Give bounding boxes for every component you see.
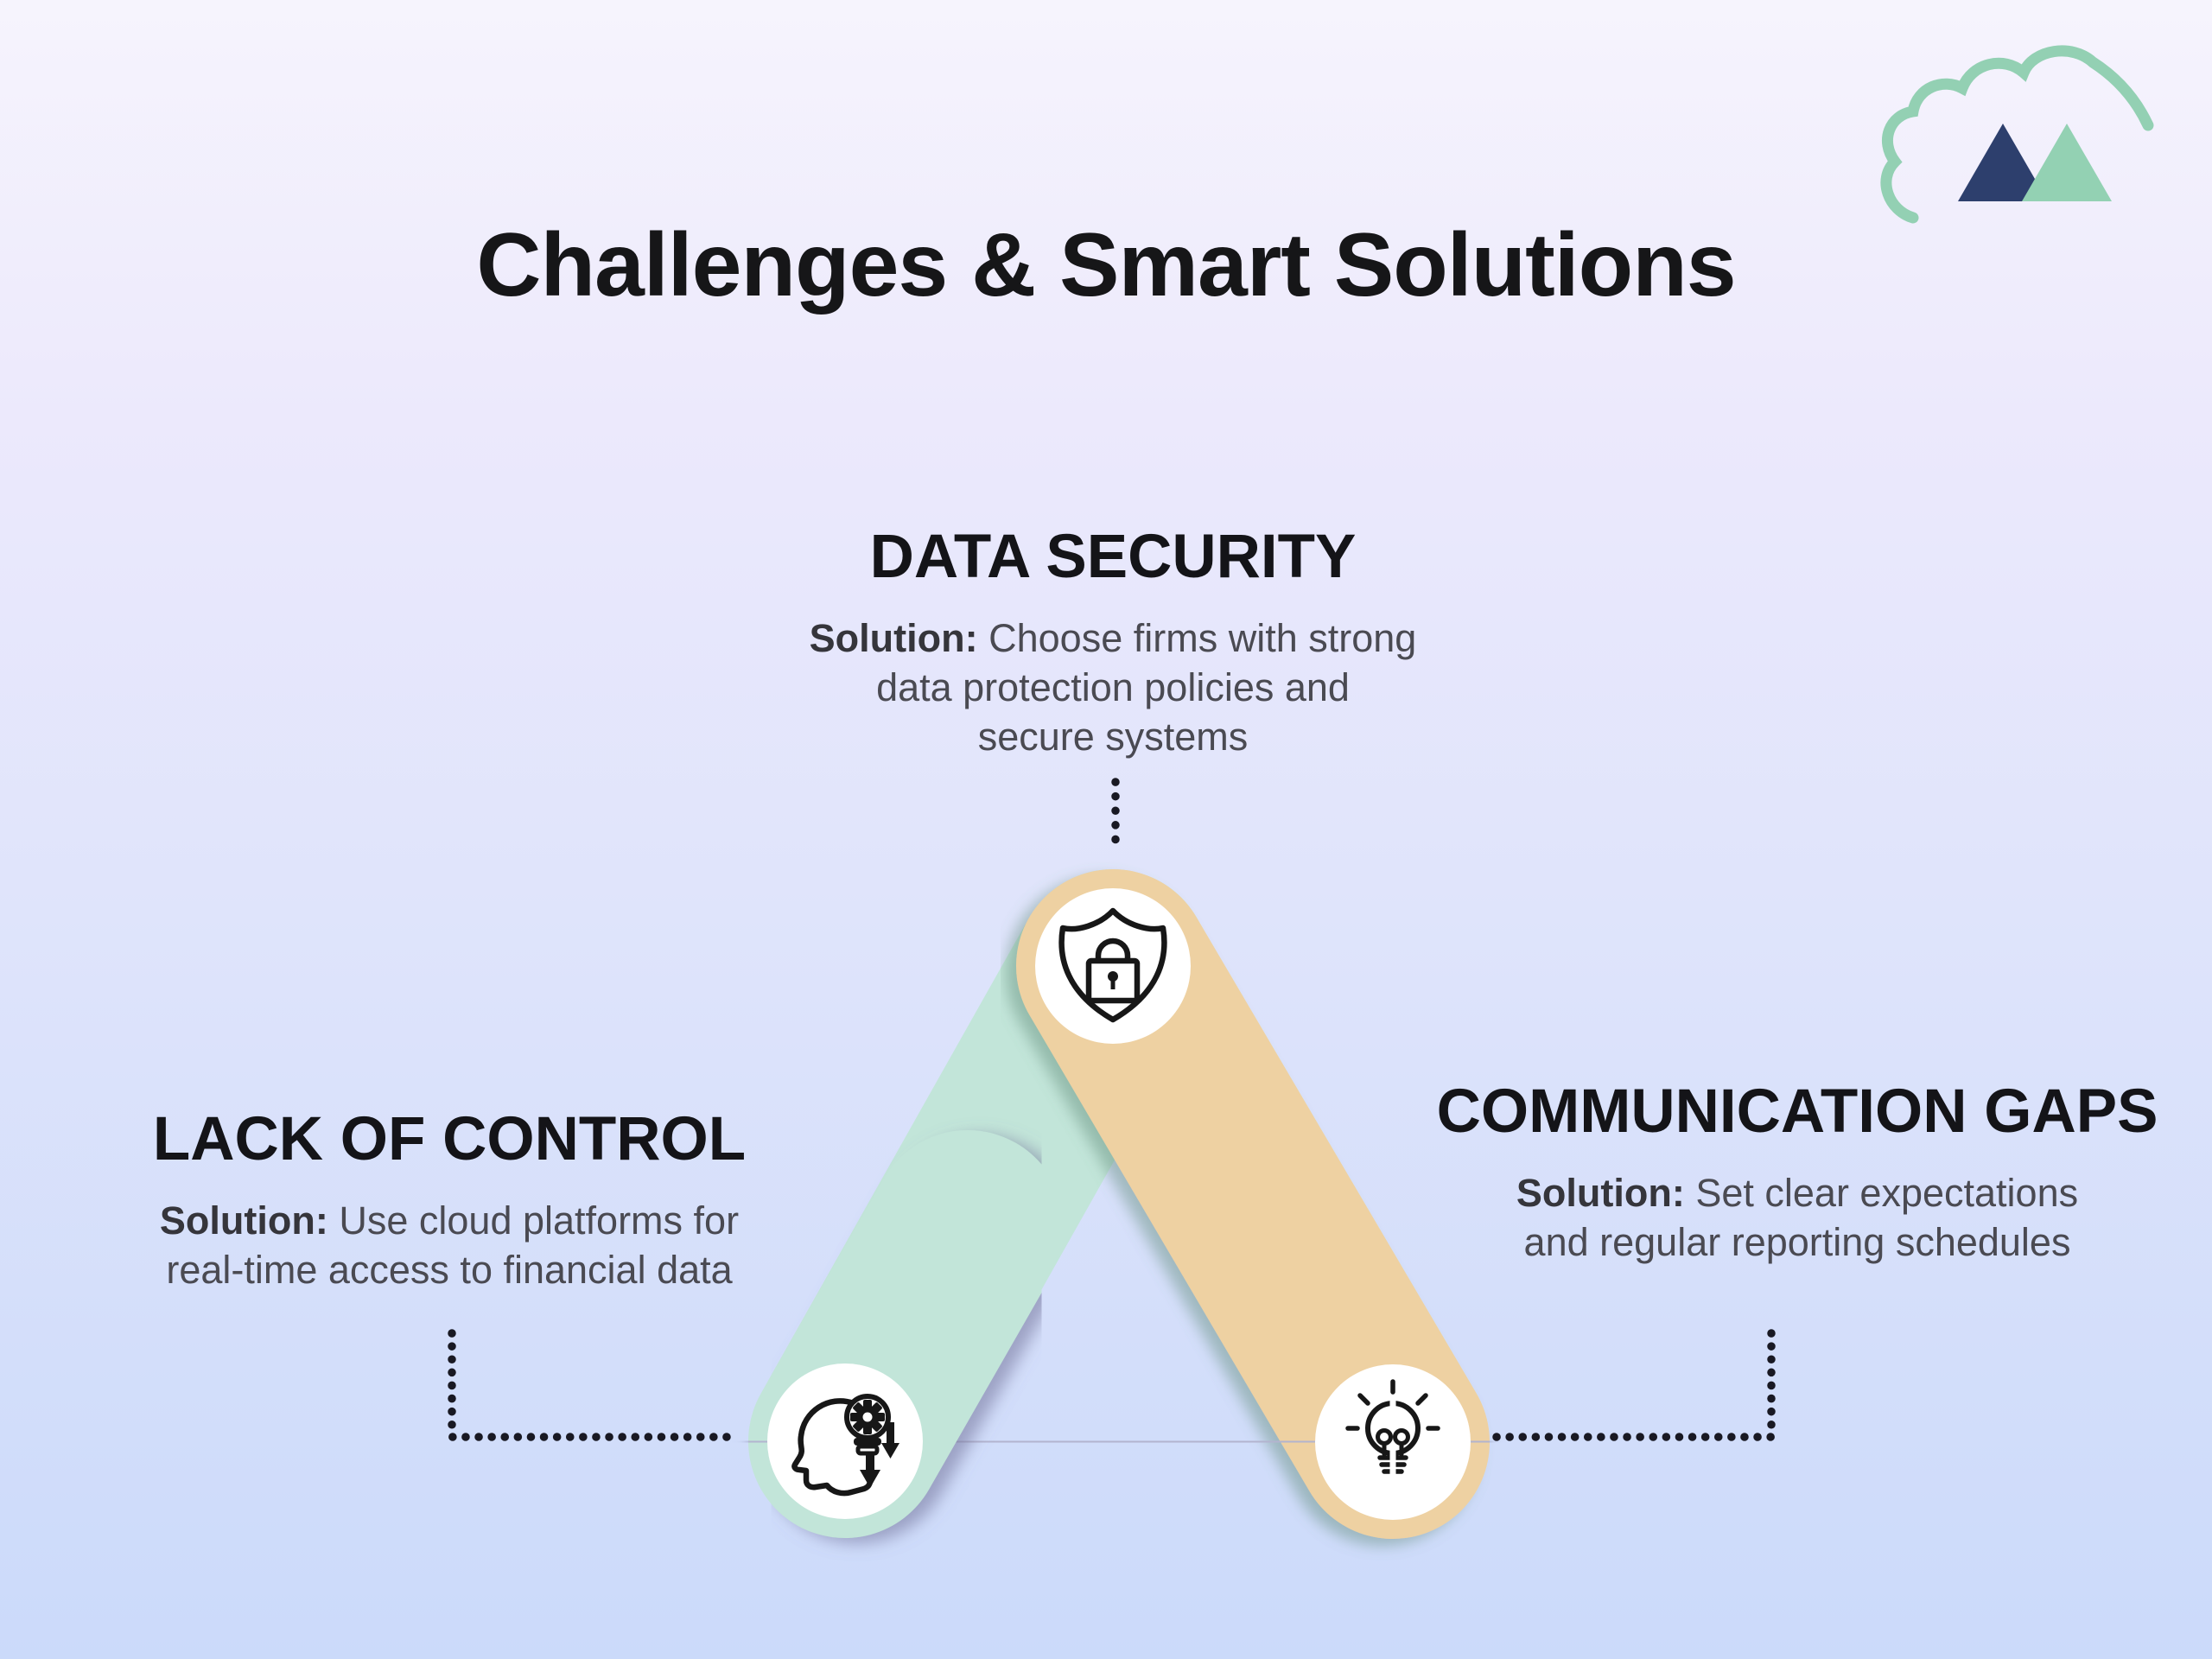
- cloud-outline: [1880, 45, 2154, 224]
- split-lightbulb-icon: [1345, 1379, 1440, 1477]
- left-connector-dotted-line: [448, 1329, 733, 1441]
- lack-of-control-heading: LACK OF CONTROL: [152, 1105, 747, 1173]
- lack-of-control-section: LACK OF CONTROL Solution: Use cloud plat…: [52, 1105, 847, 1294]
- lack-of-control-solution: Solution: Use cloud platforms for real-t…: [52, 1196, 847, 1294]
- bulb-base: [854, 1438, 881, 1446]
- triangle-diagram: [748, 869, 1490, 1539]
- solution-line: real-time access to financial data: [166, 1248, 733, 1293]
- keyhole: [1108, 971, 1118, 989]
- data-security-heading: DATA SECURITY: [869, 523, 1357, 591]
- solution-label: Solution:: [1516, 1171, 1685, 1216]
- solution-line: Solution: Use cloud platforms for: [52, 1196, 847, 1245]
- solution-label: Solution:: [159, 1198, 328, 1243]
- solution-line: secure systems: [977, 715, 1249, 760]
- solution-line: and regular reporting schedules: [1523, 1220, 2071, 1265]
- communication-gaps-heading: COMMUNICATION GAPS: [1436, 1077, 2158, 1146]
- gear: [850, 1400, 885, 1434]
- dotted-connectors: [448, 778, 1776, 1441]
- bulb-filament-curls: [1376, 1428, 1410, 1457]
- solution-line: data protection policies and: [876, 665, 1350, 710]
- page-title: Challenges & Smart Solutions: [476, 215, 1736, 315]
- cloud-mountains-logo: [1880, 45, 2154, 224]
- solution-line: Solution: Choose firms with strong: [724, 613, 1502, 663]
- communication-gaps-section: COMMUNICATION GAPS Solution: Set clear e…: [1400, 1077, 2195, 1267]
- mint-mountain: [2022, 124, 2112, 201]
- data-security-section: DATA SECURITY Solution: Choose firms wit…: [724, 523, 1502, 761]
- data-security-solution: Solution: Choose firms with strong data …: [724, 613, 1502, 761]
- head-gear-loss-icon: [791, 1394, 899, 1497]
- bulb-socket: [855, 1444, 880, 1456]
- solution-text: Set clear expectations: [1684, 1171, 2079, 1216]
- down-arrows: [860, 1422, 899, 1488]
- solution-text: Use cloud platforms for: [327, 1198, 740, 1243]
- solution-line: Solution: Set clear expectations: [1400, 1168, 2195, 1217]
- shield-lock-icon: [1058, 907, 1167, 1023]
- right-connector-dotted-line: [1492, 1329, 1776, 1441]
- solution-label: Solution:: [809, 616, 978, 661]
- solution-text: Choose firms with strong: [977, 616, 1417, 661]
- bulb-rays: [1345, 1379, 1440, 1431]
- communication-gaps-solution: Solution: Set clear expectations and reg…: [1400, 1168, 2195, 1267]
- navy-mountain: [1958, 124, 2048, 201]
